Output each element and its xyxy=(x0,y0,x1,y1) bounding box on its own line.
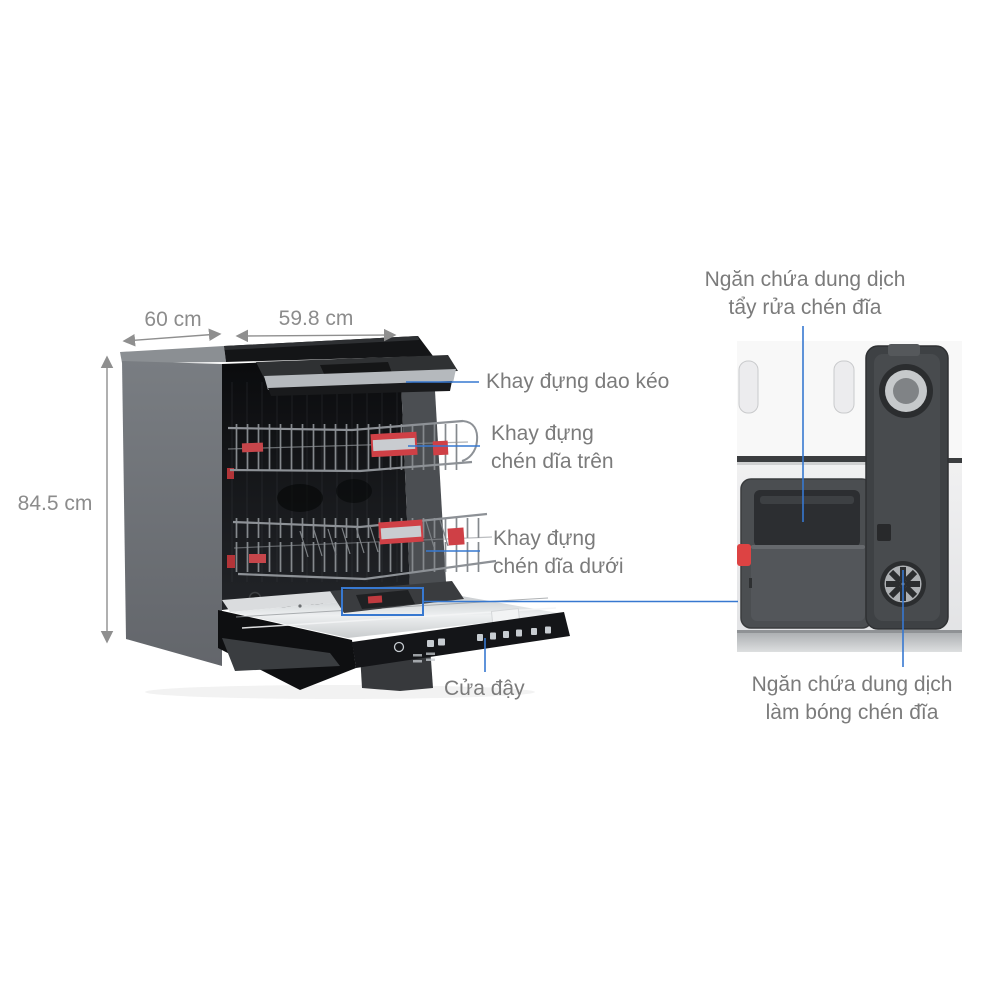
spray-arm-shadow xyxy=(277,484,323,512)
dimension-width-label: 59.8 cm xyxy=(278,307,354,330)
callout-rinse-aid: Ngăn chứa dung dịch làm bóng chén đĩa xyxy=(727,671,977,727)
power-icon xyxy=(393,641,405,653)
detergent-cavity xyxy=(754,490,860,547)
callout-lower-rack-line2: chén dĩa dưới xyxy=(493,555,624,578)
callout-door: Cửa đậy xyxy=(444,677,525,700)
dimension-arrows xyxy=(100,328,397,644)
door-slot-right xyxy=(833,360,855,414)
dispenser-detail-image xyxy=(737,341,962,652)
cabinet-side xyxy=(122,361,222,666)
plate-tines xyxy=(299,519,449,558)
lower-rack-left-clip xyxy=(249,554,266,563)
lid-slot xyxy=(877,524,891,541)
detergent-cover xyxy=(751,545,865,621)
control-panel-icons xyxy=(393,626,551,663)
plinth-wedge xyxy=(222,638,340,671)
depth-arrow xyxy=(122,328,222,347)
lower-rack-end-cap xyxy=(447,527,465,546)
rinse-aid-cap xyxy=(879,364,933,418)
interior-red-accent xyxy=(227,468,234,479)
upper-rack-end-cap xyxy=(432,440,449,456)
spray-arm-shadow-2 xyxy=(336,479,372,503)
callout-upper-rack-line1: Khay đựng xyxy=(491,422,594,445)
door-dispenser-red xyxy=(367,595,383,604)
door-bottom-band xyxy=(737,630,962,652)
door-dispenser-block xyxy=(356,590,415,609)
dishwasher-illustration xyxy=(120,336,570,691)
callout-cutlery-tray: Khay đựng dao kéo xyxy=(486,370,670,393)
callout-lower-rack-line1: Khay đựng xyxy=(493,527,596,550)
dimension-height-label: 84.5 cm xyxy=(17,492,93,515)
red-latch xyxy=(737,544,751,566)
interior-red-accent-2 xyxy=(227,555,235,568)
dispenser-lid-open xyxy=(865,344,949,630)
control-panel xyxy=(352,612,570,668)
width-arrow xyxy=(235,328,397,343)
floor-shadow xyxy=(145,685,535,699)
callout-rinse-aid-line2: làm bóng chén đĩa xyxy=(765,701,939,724)
upper-rack-handle xyxy=(370,431,418,458)
callout-detergent-line1: Ngăn chứa dung dịch xyxy=(704,268,906,291)
lower-rack-handle xyxy=(378,519,424,545)
callout-rinse-aid-line1: Ngăn chứa dung dịch xyxy=(751,673,953,696)
cabinet-top xyxy=(224,336,433,362)
cabinet-top-edge xyxy=(120,346,226,363)
callout-detergent-line2: tẩy rửa chén đĩa xyxy=(728,296,882,319)
upper-rack xyxy=(227,419,479,473)
callout-upper-rack: Khay đựng chén dĩa trên xyxy=(491,420,614,476)
callout-upper-rack-line2: chén dĩa trên xyxy=(491,450,614,473)
dimension-depth-label: 60 cm xyxy=(144,308,202,331)
leader-lines xyxy=(406,326,904,672)
callout-lower-rack: Khay đựng chén dĩa dưới xyxy=(493,525,624,581)
detergent-compartment xyxy=(737,478,873,629)
callout-detergent: Ngăn chứa dung dịch tẩy rửa chén đĩa xyxy=(680,266,930,322)
upper-rack-left-clip xyxy=(241,442,264,453)
lid-hinge-tab xyxy=(888,344,920,356)
door-slot-left xyxy=(738,360,759,414)
cutlery-tray xyxy=(256,355,458,396)
lower-rack xyxy=(232,512,497,612)
